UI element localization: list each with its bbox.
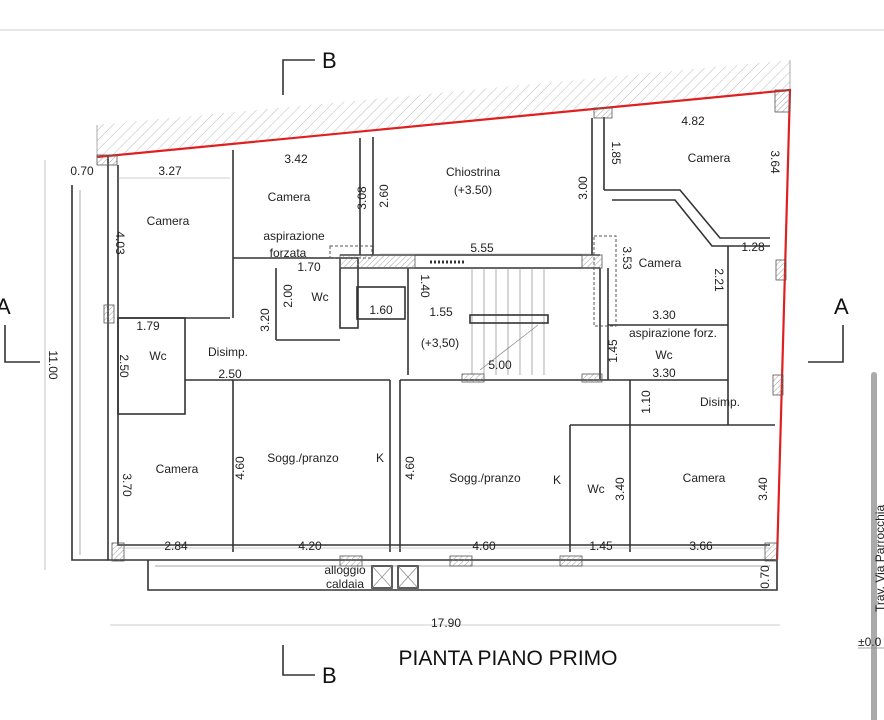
room-label: aspirazione: [263, 229, 325, 243]
dimension-label: 3.08: [355, 186, 369, 210]
dimension-label: 1.55: [429, 305, 453, 319]
dimension-label: 1.45: [589, 539, 613, 553]
section-markers: [4, 59, 884, 720]
dimension-label: 1.79: [136, 319, 160, 333]
neighbour-hatch: [97, 60, 790, 157]
dimension-label: 4.60: [472, 539, 496, 553]
dimension-label: 3.66: [689, 539, 713, 553]
dimension-label: 1.28: [741, 240, 765, 254]
dimension-label: 3.40: [756, 477, 770, 501]
room-label: Camera: [268, 190, 311, 204]
room-label: K: [553, 473, 561, 487]
room-label: caldaia: [326, 577, 364, 591]
dimension-label: 1.60: [369, 303, 393, 317]
dimension-label: 2.21: [712, 268, 726, 292]
section-a-right: A: [834, 294, 849, 319]
dimension-label: 5.55: [470, 241, 494, 255]
dimension-label: 4.20: [298, 539, 322, 553]
room-level: (+3.50): [454, 183, 492, 197]
dimension-label: 17.90: [431, 616, 461, 630]
dimension-label: 3.40: [613, 477, 627, 501]
pillars: [96, 89, 791, 567]
room-label: Disimp.: [208, 345, 248, 359]
room-label: Sogg./pranzo: [267, 451, 339, 465]
room-label: Camera: [683, 471, 726, 485]
room-label: Chiostrina: [446, 165, 500, 179]
dimension-label: 4.60: [403, 456, 417, 480]
dimension-label: 2.60: [377, 184, 391, 208]
room-label: Wc: [655, 348, 672, 362]
dimension-label: 2.00: [281, 284, 295, 308]
dimension-label: 3.64: [768, 150, 782, 174]
room-label: Camera: [156, 462, 199, 476]
dimension-label: 2.50: [218, 367, 242, 381]
dimension-label: 4.03: [113, 231, 127, 255]
dimension-lines: [44, 160, 780, 626]
room-label: alloggio: [324, 563, 366, 577]
dimension-label: 3.20: [258, 308, 272, 332]
room-label: forzata: [270, 246, 307, 260]
dimension-label: 1.45: [606, 339, 620, 363]
room-label: Disimp.: [700, 395, 740, 409]
dimension-label: 1.85: [609, 141, 623, 165]
level-mark: ±0.0: [858, 635, 882, 649]
room-level: (+3,50): [421, 336, 459, 350]
room-label: Wc: [311, 290, 328, 304]
dimension-label: 2.50: [117, 354, 131, 378]
room-label: aspirazione forz.: [629, 326, 717, 340]
dimension-label: 1.10: [639, 390, 653, 414]
dimension-label: 1.40: [418, 274, 432, 298]
dimension-label: 11.00: [46, 350, 60, 379]
room-labels: Camera Camera Chiostrina (+3.50) Camera …: [147, 151, 740, 591]
dimension-label: 3.27: [158, 164, 182, 178]
room-label: Camera: [639, 256, 682, 270]
dimension-label: 5.00: [488, 358, 512, 372]
dimension-label: 3.70: [120, 473, 134, 497]
dimension-label: 3.00: [576, 176, 590, 200]
dimension-label: 4.82: [681, 114, 705, 128]
dimension-label: 0.70: [70, 164, 94, 178]
dimension-label: 0.70: [758, 565, 772, 589]
room-label: Camera: [688, 151, 731, 165]
room-label: Camera: [147, 214, 190, 228]
drawing-title: PIANTA PIANO PRIMO: [399, 647, 618, 670]
dimension-label: 2.84: [164, 539, 188, 553]
room-label: Wc: [149, 349, 166, 363]
dimension-label: 1.70: [297, 260, 321, 274]
dimension-label: 4.60: [233, 456, 247, 480]
section-b-bottom: B: [322, 663, 337, 688]
section-a-left: A: [0, 294, 11, 319]
room-label: Sogg./pranzo: [449, 471, 521, 485]
dimension-label: 3.30: [652, 366, 676, 380]
room-label: Wc: [587, 482, 604, 496]
street-label: Trav. Via Parrocchia: [873, 505, 884, 612]
dimension-labels: 0.70 3.27 3.42 4.82 1.85 3.64 3.08 2.60 …: [46, 114, 782, 630]
dimension-label: 3.53: [620, 246, 634, 270]
dimension-label: 3.42: [284, 152, 308, 166]
room-label: K: [376, 451, 384, 465]
dimension-label: 3.30: [652, 308, 676, 322]
section-b-top: B: [322, 48, 337, 73]
